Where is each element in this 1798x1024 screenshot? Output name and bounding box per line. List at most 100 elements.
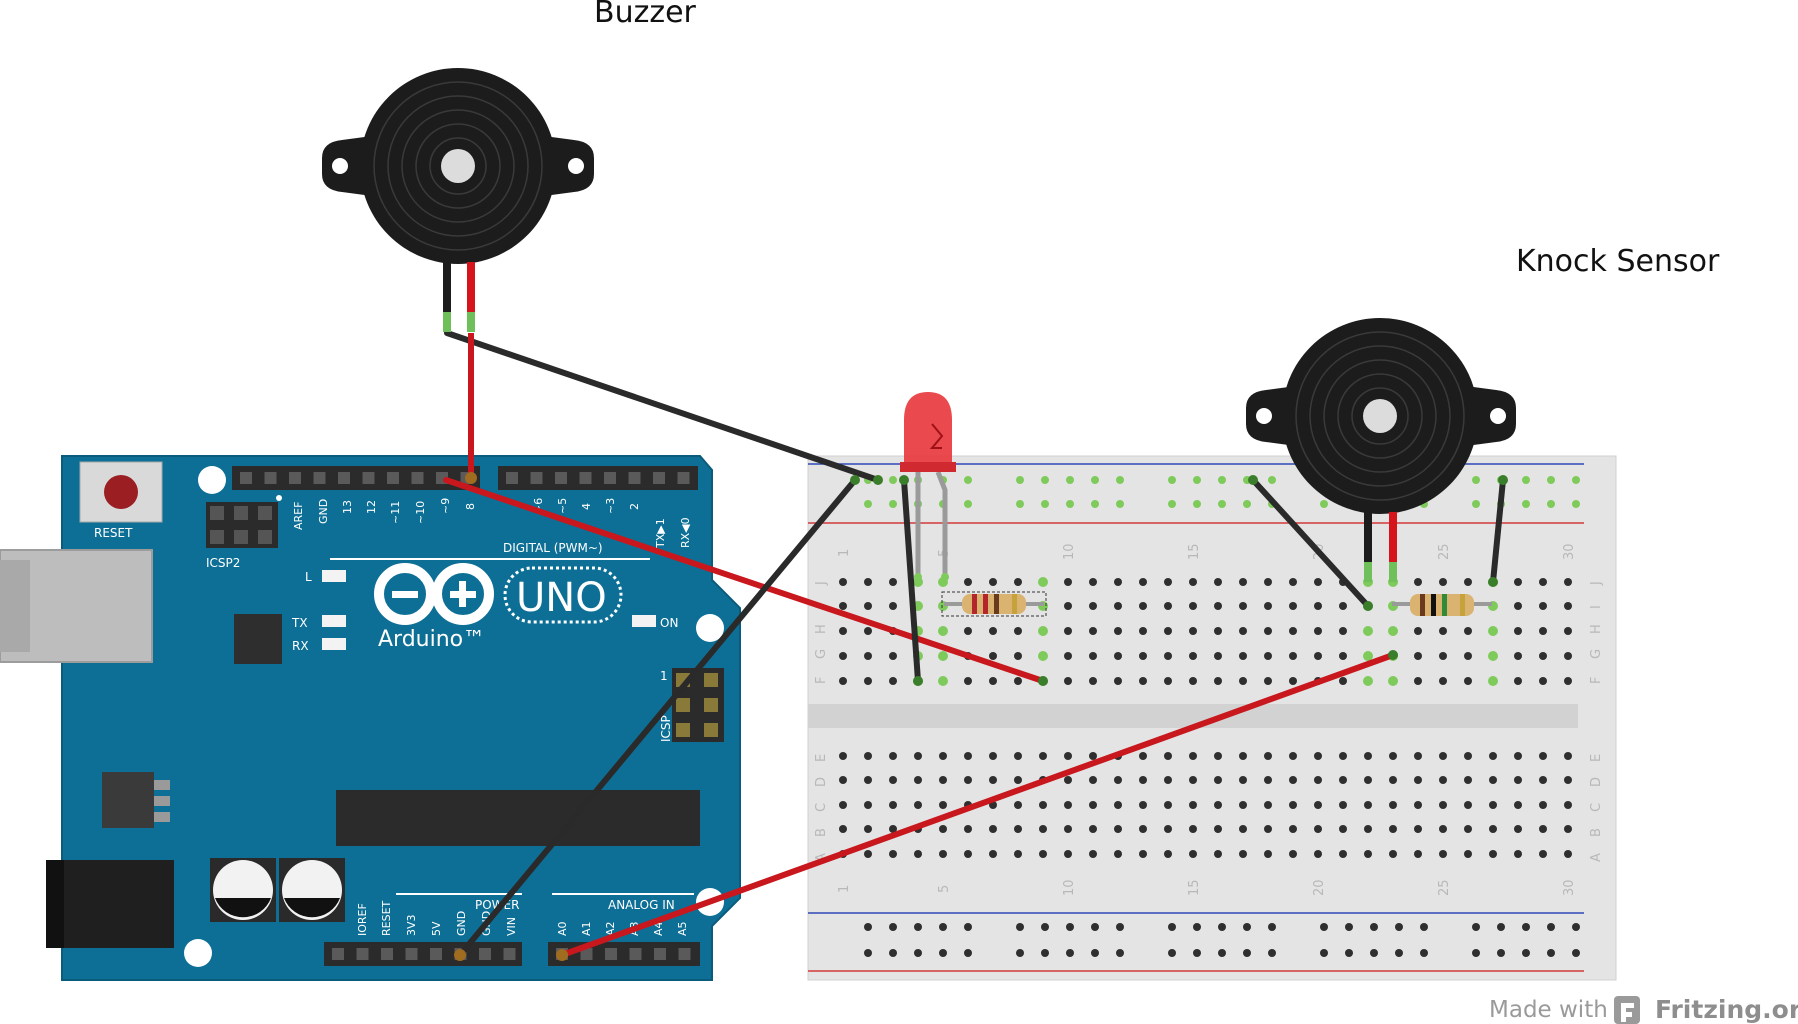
bb-top-number: 15 (1187, 543, 1202, 560)
wire-sensor-ground (1250, 477, 1371, 609)
header-pin (605, 948, 617, 960)
pin-label-13: 13 (341, 500, 354, 514)
breadboard-hole (1414, 776, 1422, 784)
breadboard-rail-hole (1168, 476, 1176, 484)
breadboard-hole (1014, 776, 1022, 784)
led-rx (322, 638, 346, 650)
breadboard-hole (1339, 677, 1347, 685)
breadboard-hole (1114, 801, 1122, 809)
breadboard-rail-hole (1572, 949, 1580, 957)
bb-bottom-number: 1 (837, 885, 852, 893)
breadboard-hole (1364, 850, 1372, 858)
breadboard-hole (1564, 801, 1572, 809)
breadboard-rail-hole (1320, 949, 1328, 957)
breadboard-hole (1039, 825, 1047, 833)
breadboard-rail-hole (1016, 476, 1024, 484)
breadboard-hole (1464, 652, 1472, 660)
dc-jack (46, 860, 174, 948)
breadboard-hole (1214, 578, 1222, 586)
breadboard-hole (1414, 578, 1422, 586)
bb-bottom-number: 5 (937, 885, 952, 893)
breadboard-hole (1089, 578, 1097, 586)
breadboard-hole (1289, 752, 1297, 760)
breadboard-rail-hole (1041, 949, 1049, 957)
led-rx-label: RX (292, 639, 309, 653)
wire-led-ground (901, 477, 921, 684)
header-pin (677, 472, 690, 484)
bb-row-letter: E (1589, 754, 1604, 762)
breadboard-rail-hole (1016, 923, 1024, 931)
breadboard-rail-hole (1395, 923, 1403, 931)
breadboard-hole (1389, 752, 1397, 760)
breadboard-hole (1489, 850, 1497, 858)
breadboard-hole (1214, 677, 1222, 685)
breadboard-rail-hole (1547, 949, 1555, 957)
breadboard-hole (1389, 776, 1397, 784)
breadboard-hole (864, 578, 872, 586)
arduino-infinity-logo (374, 563, 494, 625)
breadboard-hole (1089, 752, 1097, 760)
breadboard-rail-hole (1016, 500, 1024, 508)
breadboard-hole (1414, 752, 1422, 760)
breadboard-hole (1189, 652, 1197, 660)
breadboard-hole (1114, 627, 1122, 635)
breadboard-hole (1189, 825, 1197, 833)
breadboard-rail-hole (1041, 476, 1049, 484)
breadboard-hole (1339, 752, 1347, 760)
icsp2-header (206, 495, 282, 548)
breadboard-hole (1414, 627, 1422, 635)
breadboard-rail-hole (1497, 923, 1505, 931)
breadboard-hole (989, 652, 997, 660)
breadboard-hole (1314, 652, 1322, 660)
breadboard-hole (1439, 677, 1447, 685)
breadboard-hole (964, 578, 972, 586)
breadboard-hole (839, 578, 847, 586)
analog-pin-labels: A0 A1 A2 A3 A4 A5 (556, 921, 689, 936)
breadboard-hole (1239, 776, 1247, 784)
breadboard-rail-hole (864, 500, 872, 508)
breadboard-hole (989, 578, 997, 586)
breadboard-hole (1064, 850, 1072, 858)
breadboard-hole (1289, 578, 1297, 586)
breadboard-hole (1164, 602, 1172, 610)
breadboard-hole (1264, 602, 1272, 610)
breadboard-hole (1164, 652, 1172, 660)
breadboard-rail-hole (1522, 949, 1530, 957)
breadboard-rail-hole (1522, 500, 1530, 508)
breadboard-hole (989, 752, 997, 760)
breadboard-hole (1164, 677, 1172, 685)
breadboard-hole (1038, 626, 1048, 636)
breadboard-hole (864, 850, 872, 858)
breadboard-hole (1414, 825, 1422, 833)
atmega-chip (336, 790, 700, 846)
breadboard-hole (839, 602, 847, 610)
breadboard-hole (839, 825, 847, 833)
breadboard-hole (1064, 776, 1072, 784)
breadboard-center-channel (808, 704, 1578, 728)
breadboard-rail-hole (889, 949, 897, 957)
breadboard-hole (1389, 850, 1397, 858)
buzzer-component (322, 68, 594, 332)
pin-label-5v: 5V (430, 921, 443, 936)
breadboard-hole (864, 677, 872, 685)
breadboard-rail-hole (1345, 923, 1353, 931)
breadboard-hole (1464, 627, 1472, 635)
power-pin-labels: IOREF RESET 3V3 5V GND GND VIN (356, 900, 518, 936)
breadboard-hole (1514, 602, 1522, 610)
bb-row-letter: A (814, 853, 829, 862)
pin-label-a2: A2 (604, 921, 617, 936)
header-pin (653, 472, 665, 484)
breadboard-hole (1539, 627, 1547, 635)
breadboard-rail-hole (1116, 476, 1124, 484)
breadboard-rail-hole (1268, 923, 1276, 931)
bb-row-letter: D (814, 777, 829, 787)
knock-sensor-label: Knock Sensor (1516, 244, 1720, 279)
breadboard-hole (1214, 752, 1222, 760)
breadboard-hole (1514, 677, 1522, 685)
breadboard-rail-hole (1370, 923, 1378, 931)
breadboard-hole (1514, 652, 1522, 660)
bb-top-number: 30 (1562, 543, 1577, 560)
reset-button-cap[interactable] (104, 475, 138, 509)
breadboard-hole (1289, 825, 1297, 833)
breadboard-rail-hole (1091, 949, 1099, 957)
